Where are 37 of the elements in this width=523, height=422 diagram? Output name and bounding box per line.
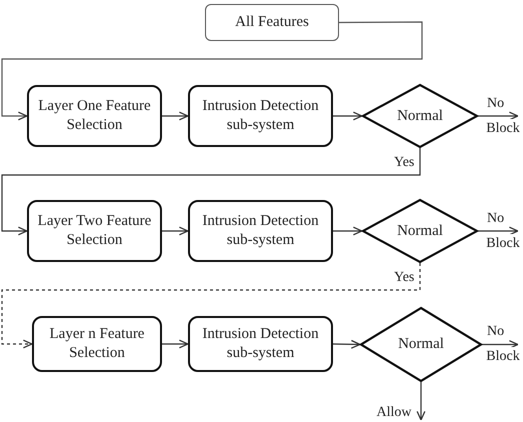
decision-diamond [362, 199, 478, 263]
arrow [162, 340, 189, 348]
outcome-label: Block [486, 118, 520, 138]
outcome-label: Block [486, 346, 520, 366]
arrow [478, 226, 519, 236]
process-box [32, 316, 162, 372]
arrow [333, 112, 363, 120]
arrow [478, 112, 519, 120]
node-label: Normal [397, 222, 443, 240]
node-label: Normal [397, 106, 443, 126]
process-box [27, 200, 162, 262]
decision-diamond [362, 84, 478, 148]
outcome-label: Block [486, 234, 520, 252]
process-box [205, 4, 339, 41]
process-box [188, 200, 333, 262]
process-box [188, 85, 333, 147]
node-label: Normal [398, 335, 444, 354]
process-box [188, 316, 333, 372]
node-label: Intrusion Detection sub-system [201, 325, 320, 363]
node-label: All Features [235, 13, 309, 32]
arrow [332, 340, 361, 349]
node-label: Layer Two Feature Selection [37, 212, 152, 250]
arrow [333, 226, 363, 236]
node-label: Intrusion Detection sub-system [201, 97, 320, 135]
node-label: Intrusion Detection sub-system [201, 212, 320, 250]
arrow [1, 21, 423, 120]
node-label: Layer n Feature Selection [48, 325, 146, 363]
arrow [482, 340, 519, 349]
decision-diamond [360, 307, 482, 382]
arrow [1, 148, 421, 236]
arrow [1, 263, 421, 348]
process-box [27, 85, 162, 147]
arrow [416, 382, 426, 421]
arrow [162, 112, 189, 120]
arrow [162, 226, 189, 236]
outcome-label: Allow [376, 402, 412, 422]
node-label: Layer One Feature Selection [37, 97, 152, 135]
